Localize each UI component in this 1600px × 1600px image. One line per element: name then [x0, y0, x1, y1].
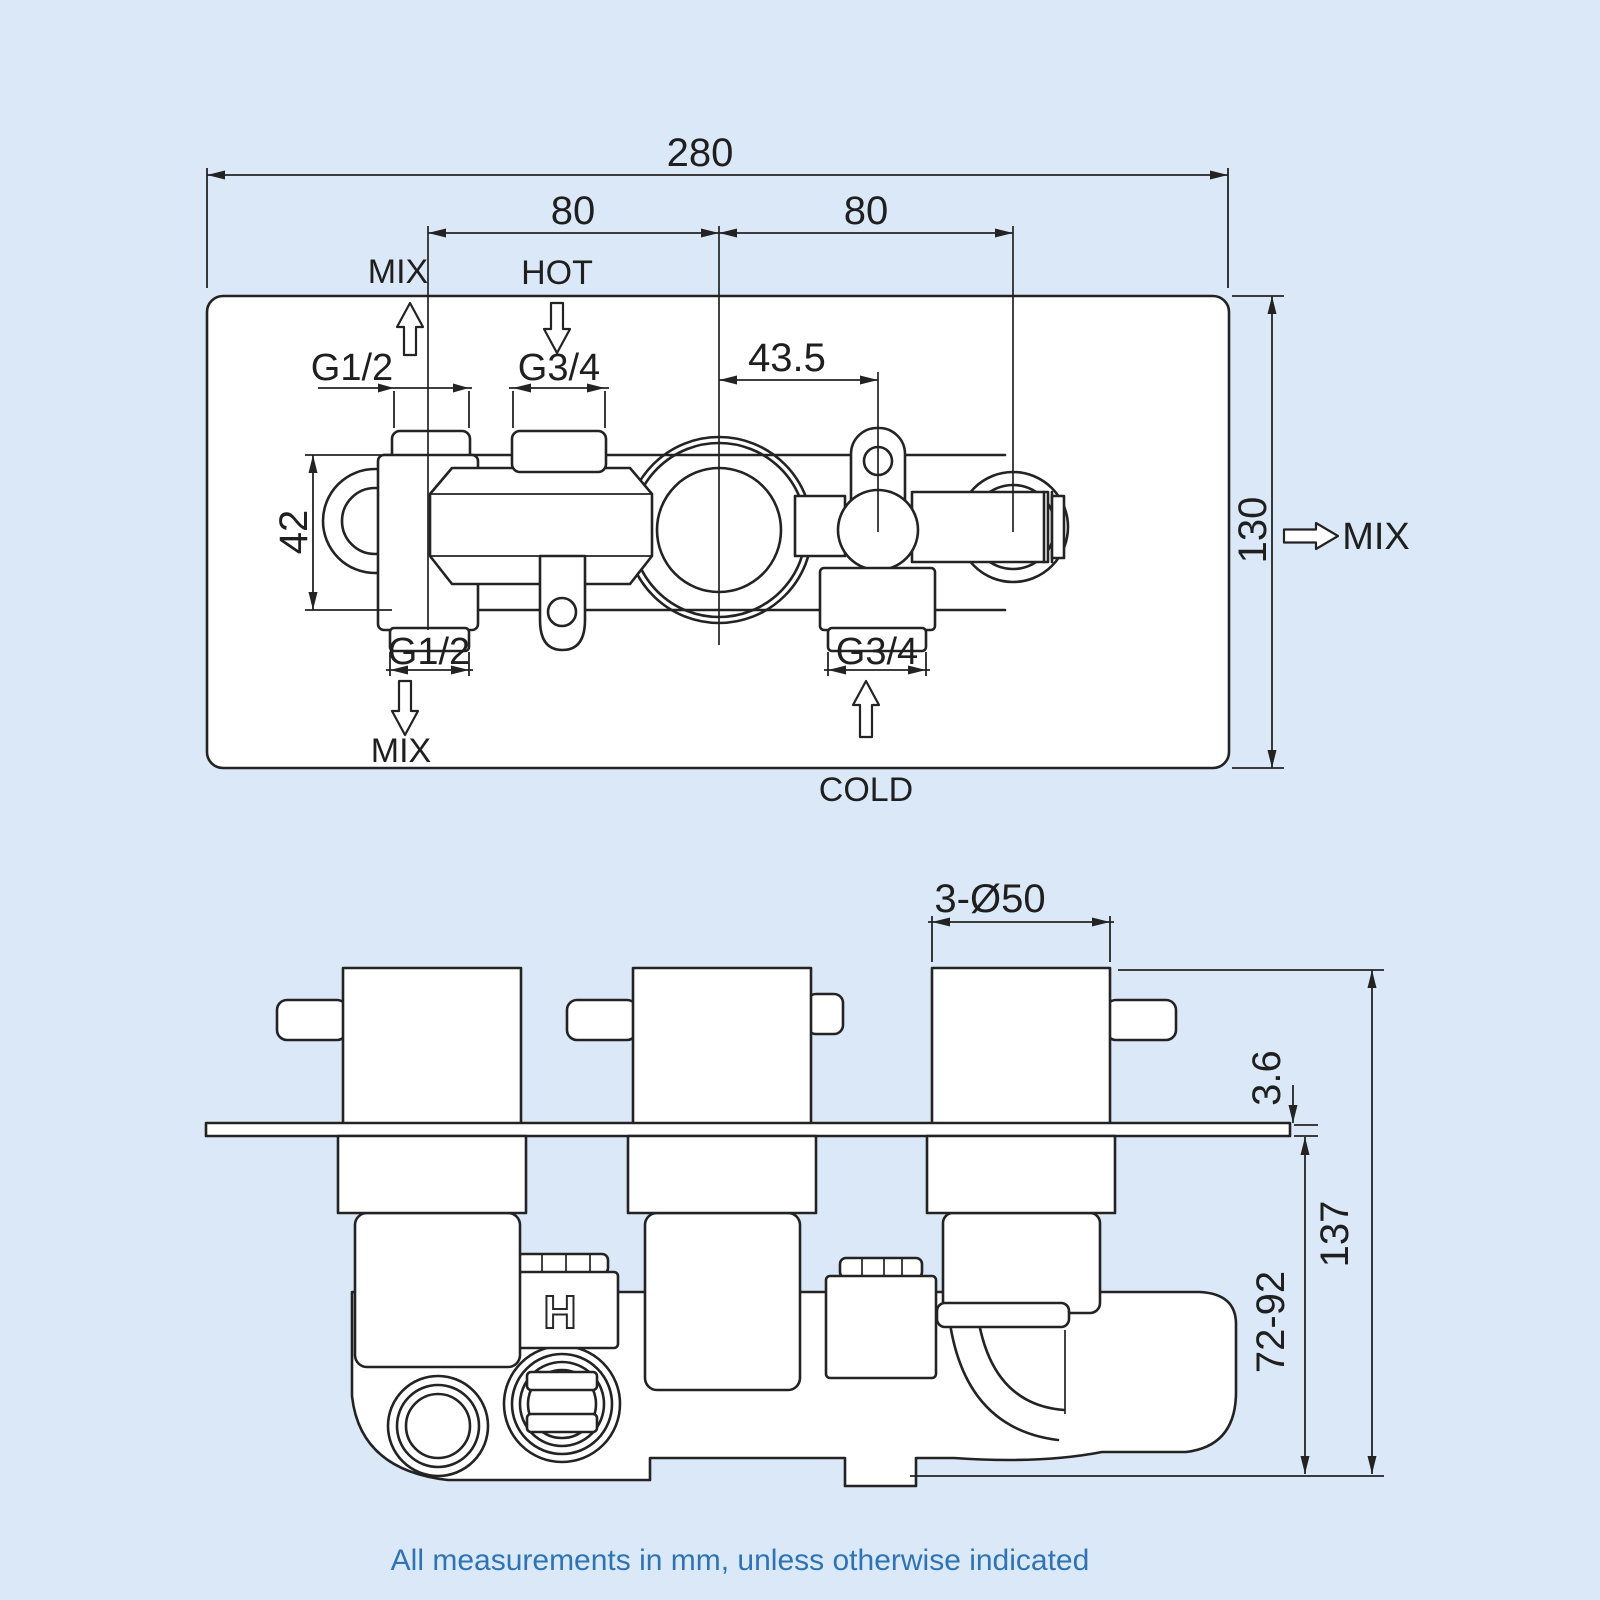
- handle-right: [930, 966, 1112, 1126]
- dim-install-depth: 72-92: [1249, 1271, 1293, 1373]
- dim-plate-thickness: 3.6: [1245, 1050, 1289, 1106]
- mix-bottom-arrow-icon: [390, 679, 420, 737]
- port-label-g12-top: G1/2: [311, 347, 393, 389]
- dim-total-height: 137: [1313, 1201, 1357, 1268]
- dim-handle-diameter: 3-Ø50: [934, 877, 1045, 921]
- g34-bottom-stub: [826, 626, 928, 653]
- housing-right-flange: [935, 1301, 1071, 1329]
- dim-port-span-left: 80: [551, 189, 596, 233]
- port-label-g34-top: G3/4: [518, 347, 600, 389]
- top-view-dimensions: 280 80 80 43.5 42 130 G1/2: [206, 131, 1284, 769]
- dim-port-span-right: 80: [844, 189, 889, 233]
- mix-top-arrow-icon: [395, 301, 425, 357]
- outlet-port-rings: [386, 1374, 490, 1478]
- dim-plate-height: 130: [1231, 497, 1275, 564]
- mix-right-arrow-icon: [1282, 521, 1340, 551]
- cold-fitting-block: [824, 1274, 938, 1380]
- cold-inlet-block: [818, 566, 937, 632]
- cartridge-housing-right: [941, 1211, 1102, 1315]
- escutcheon-middle: [626, 1134, 818, 1215]
- label-cold: COLD: [819, 771, 913, 809]
- cartridge-housing-middle: [643, 1211, 802, 1392]
- bottom-view-dimensions: 3-Ø50 137 72-92 3.6: [910, 877, 1384, 1477]
- flow-labels: MIX HOT MIX COLD MIX: [368, 253, 1410, 809]
- dim-lug-offset: 43.5: [748, 336, 826, 380]
- footer-note: All measurements in mm, unless otherwise…: [391, 1544, 1090, 1577]
- body-neck: [793, 494, 847, 558]
- handle-middle: [631, 966, 813, 1126]
- handle-pin-middle-left: [565, 998, 639, 1042]
- handle-pin-right: [1104, 998, 1178, 1042]
- centerlines: [427, 226, 1014, 645]
- handle-left: [341, 966, 523, 1126]
- label-mix-bottom: MIX: [371, 732, 431, 770]
- label-hot: HOT: [521, 254, 593, 292]
- label-mix-top: MIX: [368, 253, 428, 291]
- cold-inlet-fitting: [824, 1256, 938, 1380]
- escutcheon-right: [925, 1134, 1117, 1215]
- port-label-g12-bottom: G1/2: [388, 631, 470, 673]
- handle-pin-left: [275, 998, 349, 1042]
- bottom-view: H: [204, 877, 1384, 1488]
- hot-arrow-icon: [542, 301, 572, 355]
- label-mix-right: MIX: [1342, 516, 1410, 558]
- g34-top-stub: [510, 429, 608, 474]
- fixing-lug-bottom-hole: [546, 596, 578, 628]
- escutcheon-left: [336, 1134, 528, 1215]
- dim-body-height: 42: [272, 510, 316, 555]
- cartridge-housing-left: [353, 1211, 522, 1369]
- fixing-lug-bottom: [538, 554, 587, 652]
- hot-marking: H: [543, 1286, 576, 1338]
- wall-plate-side: [204, 1121, 1292, 1138]
- union-nut-rings: [502, 1344, 622, 1464]
- g12-bottom-stub: [388, 626, 471, 653]
- port-label-g34-bottom: G3/4: [836, 631, 918, 673]
- right-outlet-pipe: [910, 490, 1050, 564]
- dim-overall-width: 280: [667, 131, 734, 175]
- hot-inlet-fitting: H: [510, 1252, 620, 1350]
- top-view: 280 80 80 43.5 42 130 G1/2: [205, 131, 1410, 809]
- valve-body-plan: [321, 426, 1070, 653]
- handle-pin-middle-right: [805, 992, 845, 1036]
- cold-arrow-icon: [851, 679, 881, 739]
